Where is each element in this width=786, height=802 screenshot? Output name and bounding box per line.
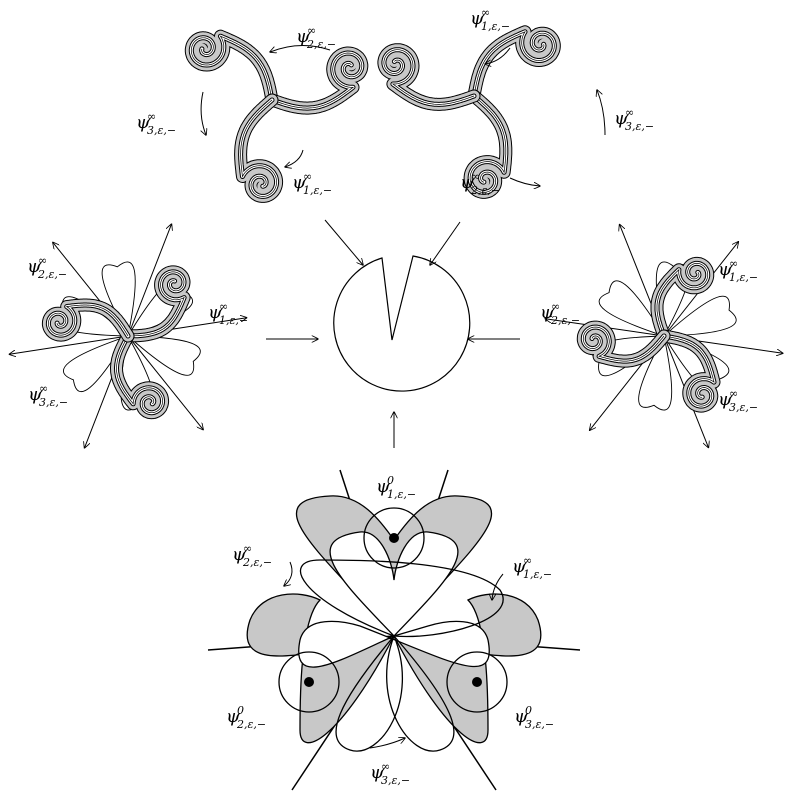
svg-text:∞: ∞ <box>219 300 228 313</box>
bt-fixed-point-2 <box>304 677 314 687</box>
mr-petal-2 <box>664 296 736 336</box>
svg-text:1,ε,−: 1,ε,− <box>523 568 552 581</box>
svg-text:∞: ∞ <box>625 106 634 119</box>
label-tl-psi2: ψ ∞ 2,ε,− <box>296 24 336 51</box>
top-left-spiral <box>191 36 361 196</box>
tl-arrow-b <box>201 92 206 135</box>
svg-text:∞: ∞ <box>243 542 252 555</box>
svg-text:0: 0 <box>525 704 532 717</box>
svg-text:∞: ∞ <box>481 6 490 19</box>
tr-arrow-c <box>510 178 540 186</box>
svg-text:∞: ∞ <box>729 257 738 270</box>
label-mr-psi3: ψ ∞ 3,ε,− <box>718 387 758 414</box>
svg-text:0: 0 <box>237 704 244 717</box>
svg-text:∞: ∞ <box>471 170 480 183</box>
svg-text:2,ε,−: 2,ε,− <box>306 38 336 51</box>
label-tl-psi3: ψ ∞ 3,ε,− <box>136 110 176 137</box>
arrow-top-left <box>325 220 363 265</box>
svg-text:∞: ∞ <box>729 387 738 400</box>
svg-text:2,ε,−: 2,ε,− <box>37 268 67 281</box>
arrow-top-right <box>430 222 460 265</box>
label-bt-psi1-inf: ψ ∞ 1,ε,− <box>512 554 552 581</box>
svg-text:0: 0 <box>387 474 394 487</box>
label-bt-psi3-zero: ψ 0 3,ε,− <box>514 704 554 731</box>
bt-arrow-left <box>284 562 292 586</box>
svg-text:3,ε,−: 3,ε,− <box>729 401 758 414</box>
label-mr-psi2: ψ ∞ 2,ε,− <box>540 300 580 327</box>
svg-text:∞: ∞ <box>551 300 560 313</box>
label-ml-psi2: ψ ∞ 2,ε,− <box>27 254 67 281</box>
svg-text:3,ε,−: 3,ε,− <box>625 120 654 133</box>
svg-text:∞: ∞ <box>38 254 47 267</box>
svg-text:∞: ∞ <box>523 554 532 567</box>
svg-text:2,ε,−: 2,ε,− <box>550 314 580 327</box>
label-mr-psi1: ψ ∞ 1,ε,− <box>718 257 758 284</box>
bt-fixed-point-1 <box>389 533 399 543</box>
top-right-spiral <box>384 32 554 193</box>
svg-text:1,ε,−: 1,ε,− <box>481 20 510 33</box>
svg-text:1,ε,−: 1,ε,− <box>729 271 758 284</box>
label-bt-psi1-zero: ψ 0 1,ε,− <box>376 474 416 501</box>
sector-outline <box>334 256 470 391</box>
svg-text:∞: ∞ <box>147 110 156 123</box>
center-sector-disk <box>334 256 470 391</box>
label-ml-psi3: ψ ∞ 3,ε,− <box>28 382 68 409</box>
bt-arrow-bottom <box>370 738 405 748</box>
svg-text:2,ε,−: 2,ε,− <box>236 718 266 731</box>
svg-text:2,ε,−: 2,ε,− <box>470 184 500 197</box>
label-tr-psi3: ψ ∞ 3,ε,− <box>614 106 654 133</box>
svg-text:∞: ∞ <box>381 760 390 773</box>
svg-text:2,ε,−: 2,ε,− <box>242 556 272 569</box>
svg-text:3,ε,−: 3,ε,− <box>147 124 176 137</box>
label-bt-psi3-inf: ψ ∞ 3,ε,− <box>370 760 410 787</box>
tl-arrow-c <box>285 150 303 167</box>
svg-text:1,ε,−: 1,ε,− <box>219 314 248 327</box>
svg-text:1,ε,−: 1,ε,− <box>387 488 416 501</box>
svg-text:3,ε,−: 3,ε,− <box>381 774 410 787</box>
bt-lobe-2 <box>247 594 394 743</box>
bt-fixed-point-3 <box>472 677 482 687</box>
tr-arrow-b <box>597 90 605 135</box>
label-ml-psi1: ψ ∞ 1,ε,− <box>208 300 248 327</box>
svg-text:3,ε,−: 3,ε,− <box>525 718 554 731</box>
right-spiral-star <box>545 225 783 448</box>
svg-text:3,ε,−: 3,ε,− <box>39 396 68 409</box>
tl-arm-band-1 <box>191 36 272 100</box>
svg-text:∞: ∞ <box>39 382 48 395</box>
label-tr-psi1: ψ ∞ 1,ε,− <box>470 6 510 33</box>
label-tl-psi1: ψ ∞ 1,ε,− <box>292 170 332 197</box>
svg-text:∞: ∞ <box>303 170 312 183</box>
svg-text:1,ε,−: 1,ε,− <box>303 184 332 197</box>
ml-ray-3 <box>128 336 203 430</box>
label-bt-psi2-zero: ψ 0 2,ε,− <box>226 704 266 731</box>
label-bt-psi2-inf: ψ ∞ 2,ε,− <box>232 542 272 569</box>
svg-text:∞: ∞ <box>307 24 316 37</box>
